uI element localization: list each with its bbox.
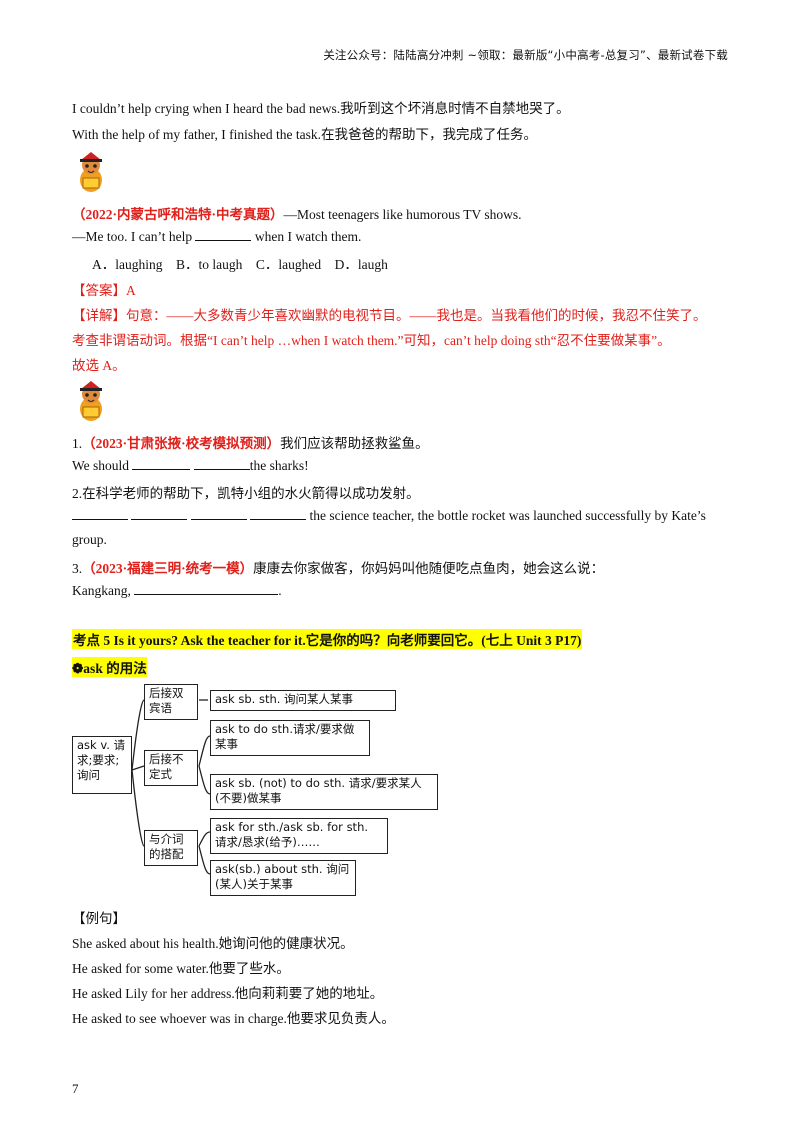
answer-blank[interactable] [250,507,307,520]
item-text: 我们应该帮助拯救鲨鱼。 [280,436,429,451]
usage-item: ask sb. sth. 询问某人某事 [210,690,396,711]
practice-line: Kangkang, . [72,582,282,599]
usage-item: ask sb. (not) to do sth. 请求/要求某人(不要)做某事 [210,774,438,810]
practice-line: the science teacher, the bottle rocket w… [72,507,706,524]
ask-usage-diagram: ask v. 请求;要求;询问 后接双宾语 后接不定式 与介词的搭配 ask s… [70,676,450,898]
question-line: —Me too. I can’t help when I watch them. [72,228,361,245]
answer-blank[interactable] [131,507,188,520]
item-number: 1. [72,436,83,451]
line-text: the sharks! [249,458,309,473]
diagram-connectors [131,699,211,875]
example-sentence: He asked to see whoever was in charge.他要… [72,1011,395,1026]
mascot-icon [72,150,110,198]
question-source: （2023·福建三明·统考一模） [82,561,254,576]
practice-item-2: 2.在科学老师的帮助下，凯特小组的水火箭得以成功发射。 [72,486,420,501]
explanation-line: 故选 A。 [72,358,126,373]
question-line: （2022·内蒙古呼和浩特·中考真题）—Most teenagers like … [72,203,522,223]
question-source: （2023·甘肃张掖·校考模拟预测） [82,436,281,451]
question-source: （2022·内蒙古呼和浩特·中考真题） [72,207,284,222]
practice-item-3: 3.（2023·福建三明·统考一模）康康去你家做客，你妈妈叫他随便吃点鱼肉，她会… [72,557,604,577]
example-sentence: I couldn’t help crying when I heard the … [72,101,570,116]
example-sentence: With the help of my father, I finished t… [72,127,537,142]
item-number: 3. [72,561,83,576]
usage-item: ask to do sth.请求/要求做某事 [210,720,370,756]
line-text: the science teacher, the bottle rocket w… [306,508,706,523]
page-header: 关注公众号：陆陆高分冲刺 ~领取：最新版“小中高考-总复习”、最新试卷下载 [323,48,728,62]
page-number: 7 [72,1081,79,1096]
item-text: 康康去你家做客，你妈妈叫他随便吃点鱼肉，她会这么说： [253,561,605,576]
diagram-root: ask v. 请求;要求;询问 [72,736,132,794]
explanation-line: 【详解】句意：——大多数青少年喜欢幽默的电视节目。——我也是。当我看他们的时候，… [72,308,707,323]
answer-blank[interactable] [195,228,252,241]
branch-label: 后接不定式 [144,750,198,786]
answer-options: A．laughing B．to laugh C．laughed D．laugh [92,257,388,272]
practice-line: group. [72,532,107,547]
answer-blank[interactable] [193,457,250,470]
example-sentence: He asked for some water.他要了些水。 [72,961,290,976]
branch-label: 后接双宾语 [144,684,198,720]
stem-text: —Me too. I can’t help [72,229,196,244]
answer-key: 【答案】A [72,283,136,298]
answer-blank[interactable] [132,457,191,470]
section-heading: 考点 5 Is it yours? Ask the teacher for it… [72,629,583,649]
explanation-line: 考查非谓语动词。根据“I can’t help …when I watch th… [72,333,671,348]
example-sentence: He asked Lily for her address.他向莉莉要了她的地址… [72,986,384,1001]
question-stem: —Most teenagers like humorous TV shows. [283,207,522,222]
answer-blank[interactable] [134,582,279,595]
line-text: Kangkang, [72,583,135,598]
usage-item: ask(sb.) about sth. 询问(某人)关于某事 [210,860,356,896]
answer-blank[interactable] [72,507,128,520]
answer-blank[interactable] [190,507,247,520]
subsection-heading: ❁ask 的用法 [72,657,147,677]
branch-label: 与介词的搭配 [144,830,198,866]
line-text: . [278,583,282,598]
examples-title: 【例句】 [72,911,126,926]
usage-item: ask for sth./ask sb. for sth. 请求/恳求(给予)…… [210,818,388,854]
example-sentence: She asked about his health.她询问他的健康状况。 [72,936,354,951]
stem-text: when I watch them. [251,229,362,244]
line-text: We should [72,458,133,473]
practice-item-1: 1.（2023·甘肃张掖·校考模拟预测）我们应该帮助拯救鲨鱼。 [72,432,429,452]
practice-line: We should the sharks! [72,457,309,474]
mascot-icon [72,379,110,427]
